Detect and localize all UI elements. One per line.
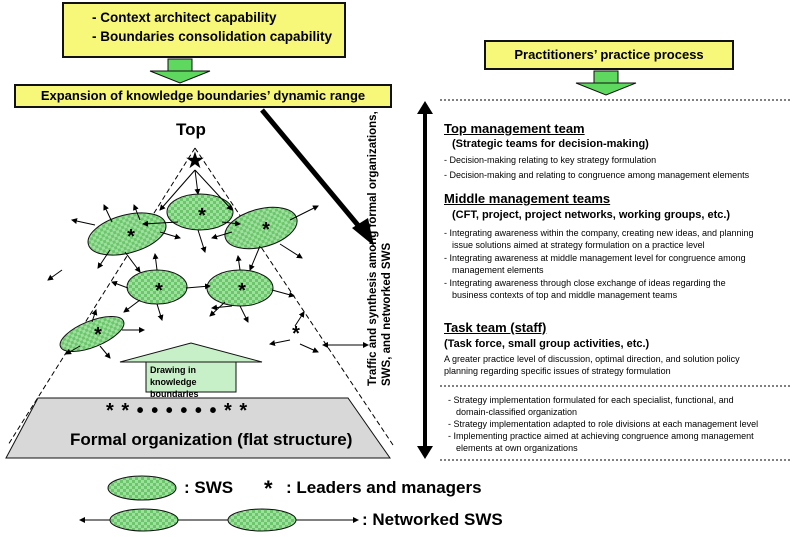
task-team-title: Task team (staff) [444,320,547,335]
star-icon: * [198,205,206,227]
drawing-in-label: Drawing in knowledge boundaries [150,364,240,400]
middle-management-item: issue solutions aimed at strategy formul… [452,240,705,250]
task-team-item: A greater practice level of discussion, … [444,354,740,364]
implementation-item: - Strategy implementation adapted to rol… [448,419,759,429]
drawing-in-label-line: boundaries [150,389,199,399]
middle-management-subtitle: (CFT, project, project networks, working… [452,209,731,221]
legend-network-ellipse [227,508,297,532]
vertical-double-arrow [417,101,433,459]
expansion-arrow [260,108,374,246]
formal-organization-label: Formal organization (flat structure) [70,430,353,449]
capability-item: - Boundaries consolidation capability [92,29,333,44]
middle-management-item: - Integrating awareness within the compa… [444,228,754,238]
legend-leaders-label: : Leaders and managers [286,478,482,497]
traffic-synthesis-line: Traffic and synthesis among formal organ… [367,111,379,386]
middle-management-item: - Integrating awareness at middle manage… [444,253,746,263]
practice-process-box: Practitioners’ practice process [484,40,734,70]
capability-item: - Context architect capability [92,10,277,25]
middle-management-title: Middle management teams [444,191,611,206]
traffic-synthesis-line: SWS, and networked SWS [381,242,393,386]
top-management-item: - Decision-making and relating to congru… [444,170,750,180]
task-team-item: planning regarding specific issues of st… [444,366,671,376]
legend-networked-label: : Networked SWS [362,510,503,529]
top-label: Top [176,120,206,139]
drawing-in-arrow [119,342,263,393]
implementation-item: domain-classified organization [456,407,578,417]
task-team-section: Task team (staff) (Task force, small gro… [444,320,792,377]
down-arrow-practice [575,70,637,96]
sws-ellipse [59,315,125,353]
implementation-item: elements at own organizations [456,443,578,453]
drawing-in-label-line: Drawing in knowledge [150,365,197,387]
task-team-subtitle: (Task force, small group activities, etc… [444,338,650,350]
implementation-item: - Strategy implementation formulated for… [448,395,734,405]
sws-ellipse [224,206,298,250]
legend-sws-ellipse [107,475,177,501]
star-icon: * [127,226,135,248]
middle-management-item: - Integrating awareness through close ex… [444,278,726,288]
expansion-box: Expansion of knowledge boundaries’ dynam… [14,84,392,108]
leader-stars: ★ * * * * * * * [94,150,300,346]
legend-sws-label: : SWS [184,478,234,497]
middle-management-item: management elements [452,265,544,275]
middle-management-section: Middle management teams (CFT, project, p… [444,191,792,301]
leaders-row: * * • • • • • • * * [106,400,249,422]
legend-network-ellipse [109,508,179,532]
star-icon: * [155,280,163,302]
top-management-subtitle: (Strategic teams for decision-making) [452,138,649,150]
down-arrow-top [149,58,211,84]
formal-organization-base [5,397,391,459]
capabilities-box: - Context architect capability - Boundar… [62,2,346,58]
top-management-title: Top management team [444,121,585,136]
top-management-item: - Decision-making relating to key strate… [444,155,657,165]
star-icon: * [262,219,270,241]
star-icon: ★ [186,150,204,172]
star-icon: * [292,323,300,345]
implementation-section: - Strategy implementation formulated for… [448,394,792,454]
network-arrows [47,169,319,359]
star-icon: * [238,280,246,302]
top-management-section: Top management team (Strategic teams for… [444,121,792,181]
legend-leader-star: * [264,476,273,501]
star-icon: * [94,324,102,346]
middle-management-item: business contexts of top and middle mana… [452,290,678,300]
implementation-item: - Implementing practice aimed at achievi… [448,431,754,441]
traffic-synthesis-label: Traffic and synthesis among formal organ… [366,96,394,386]
